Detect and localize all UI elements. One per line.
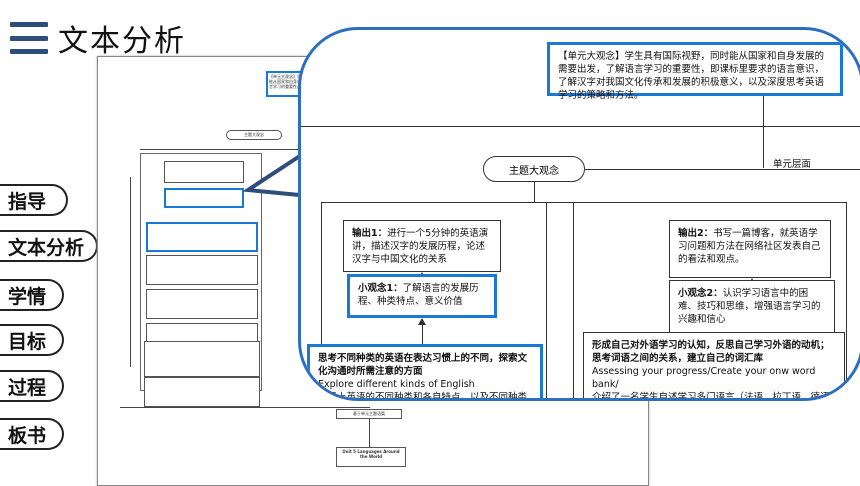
title-bar: 文本分析: [10, 16, 186, 60]
nav-item-learner[interactable]: 学情: [0, 279, 64, 311]
zoom-unit-idea-box: 【单元大观念】学生具有国际视野，同时能从国家和自身发展的需要出发，了解语言学习的…: [547, 42, 843, 101]
doc-explore-box-2: [146, 289, 258, 319]
doc-output-box: [164, 161, 244, 183]
zoom-theme-oval: 主题大观念: [483, 156, 585, 182]
zoom-reflect-box: 形成自己对外语学习的认知，反思自己学习外语的动机；思考词语之间的关系，建立自己的…: [583, 332, 845, 398]
zoom-mini-idea1-box: 小观念1：了解语言的发展历程、种类特点、意义价值: [347, 274, 497, 318]
zoom-output1-box: 输出1：进行一个5分钟的英语演讲，描述汉字的发展历程，论述汉字与中国文化的关系: [343, 220, 501, 272]
doc-compare-box: [144, 341, 260, 377]
zoom-output2-box: 输出2：书写一篇博客，就英语学习问题和方法在网络社区发表自己的看法和观点。: [669, 220, 831, 278]
doc-explore-box: [146, 255, 258, 285]
nav-item-guide[interactable]: 指导: [0, 184, 68, 216]
doc-bottom-box-2: Unit 5 Languages Around the World: [336, 447, 406, 467]
doc-theme-oval: 主题大观念: [226, 130, 282, 140]
doc-mini-idea-box: [164, 188, 244, 208]
zoom-think-box: 思考不同种类的英语在表达习惯上的不同，探索文化沟通时所需注意的方面 Explor…: [307, 344, 543, 398]
nav-item-objectives[interactable]: 目标: [0, 324, 64, 356]
nav-item-board[interactable]: 板书: [0, 418, 64, 450]
doc-think-box: [146, 222, 258, 252]
doc-vocab-box: [144, 377, 260, 407]
nav-item-process[interactable]: 过程: [0, 370, 64, 402]
doc-bottom-box-1: 基于单元主题语篇: [336, 409, 402, 419]
zoom-detail: 【单元大观念】学生具有国际视野，同时能从国家和自身发展的需要出发，了解语言学习的…: [298, 27, 860, 401]
menu-icon: [10, 22, 48, 54]
zoom-mini-idea2-box: 小观念2：认识学习语言中的困难、技巧和思维，增强语言学习的兴趣和信心: [669, 280, 835, 336]
nav-item-text-analysis[interactable]: 文本分析: [0, 230, 98, 262]
page-title: 文本分析: [58, 24, 186, 59]
zoom-unit-level-label: 单元层面: [773, 159, 812, 170]
